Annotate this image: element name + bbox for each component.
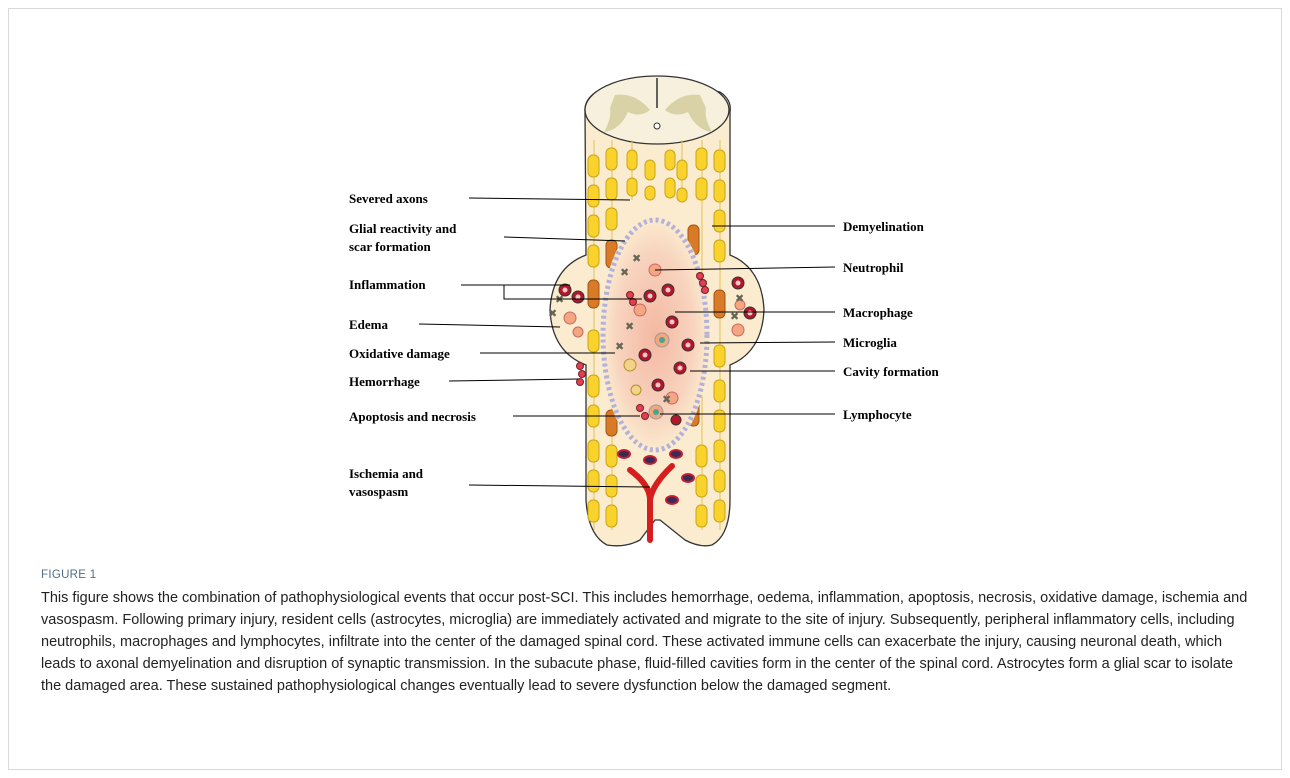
svg-text:✖: ✖ — [615, 340, 624, 353]
svg-text:✖: ✖ — [735, 292, 744, 305]
label-inflammation: Inflammation — [349, 277, 426, 292]
label-vasospasm: vasospasm — [349, 484, 408, 499]
figure-caption: This figure shows the combination of pat… — [41, 587, 1256, 697]
svg-text:✖: ✖ — [632, 252, 641, 265]
svg-text:✖: ✖ — [625, 320, 634, 333]
label-edema: Edema — [349, 317, 389, 332]
label-macrophage: Macrophage — [843, 305, 913, 320]
spinal-cord-diagram: ✖ ✖ ✖ ✖ ✖ ✖ ✖ ✖ ✖ Severed axons — [0, 0, 1290, 560]
central-canal — [654, 123, 660, 129]
label-oxidative-damage: Oxidative damage — [349, 346, 450, 361]
label-neutrophil: Neutrophil — [843, 260, 904, 275]
label-demyelination: Demyelination — [843, 219, 925, 234]
label-cavity-formation: Cavity formation — [843, 364, 939, 379]
svg-text:✖: ✖ — [620, 266, 629, 279]
label-lymphocyte: Lymphocyte — [843, 407, 912, 422]
label-severed-axons: Severed axons — [349, 191, 428, 206]
label-microglia: Microglia — [843, 335, 897, 350]
svg-text:✖: ✖ — [662, 393, 671, 406]
label-scar-formation: scar formation — [349, 239, 431, 254]
svg-text:✖: ✖ — [548, 307, 557, 320]
label-ischemia: Ischemia and — [349, 466, 424, 481]
label-glial-reactivity: Glial reactivity and — [349, 221, 457, 236]
label-apoptosis-necrosis: Apoptosis and necrosis — [349, 409, 476, 424]
figure-title: FIGURE 1 — [41, 569, 96, 581]
label-hemorrhage: Hemorrhage — [349, 374, 420, 389]
